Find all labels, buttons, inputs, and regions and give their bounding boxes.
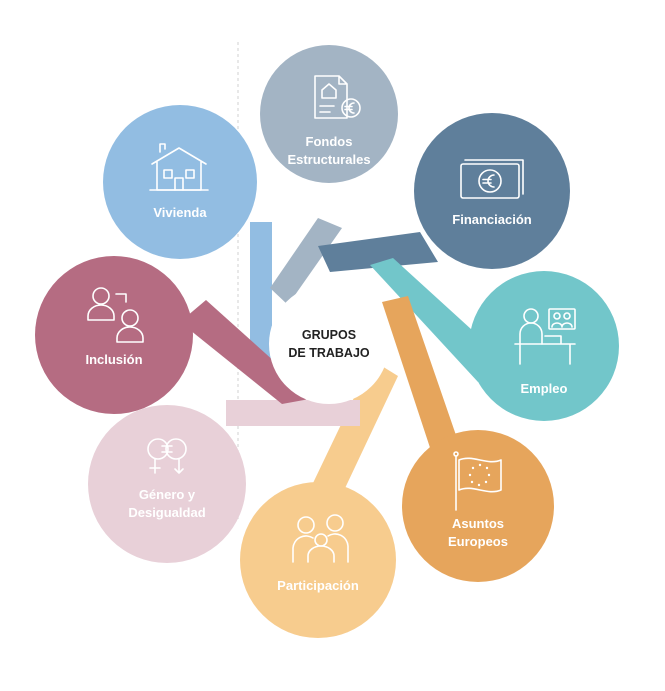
petal-empleo[interactable]: Empleo (469, 271, 619, 421)
asuntos-label-line2: Europeos (448, 534, 508, 549)
center-title-line1: GRUPOS (302, 328, 356, 342)
vivienda-label: Vivienda (153, 205, 207, 220)
genero-connector (226, 400, 360, 426)
eu-flag-icon (453, 451, 502, 511)
inclusion-label: Inclusión (85, 352, 142, 367)
fondos-connector (270, 218, 342, 305)
petal-vivienda[interactable]: Vivienda (103, 105, 257, 259)
participacion-label: Participación (277, 578, 359, 593)
asuntos-connector (382, 296, 468, 478)
petal-participacion[interactable]: Participación (240, 482, 396, 638)
family-group-icon (292, 514, 349, 563)
center-hub: GRUPOS DE TRABAJO (269, 284, 389, 404)
fondos-label-line1: Fondos (306, 134, 353, 149)
empleo-label: Empleo (521, 381, 568, 396)
fondos-label-line2: Estructurales (287, 152, 370, 167)
genero-label-line2: Desigualdad (128, 505, 205, 520)
genero-label-line1: Género y (139, 487, 196, 502)
office-worker-icon (514, 308, 576, 365)
document-euro-icon (314, 75, 348, 119)
banknote-euro-icon (460, 159, 524, 199)
petal-genero[interactable]: Género y Desigualdad (88, 405, 246, 563)
participacion-connector (302, 360, 398, 520)
center-title-line2: DE TRABAJO (288, 346, 370, 360)
financiacion-connector (318, 232, 438, 272)
petal-asuntos[interactable]: Asuntos Europeos (402, 430, 554, 582)
gender-equality-icon (147, 438, 187, 474)
petal-financiacion[interactable]: Financiación (414, 113, 570, 269)
petal-fondos[interactable]: Fondos Estructurales (260, 45, 398, 183)
house-icon (149, 143, 209, 191)
petal-inclusion[interactable]: Inclusión (35, 256, 193, 414)
asuntos-label-line1: Asuntos (452, 516, 504, 531)
vivienda-connector (250, 222, 272, 372)
people-exchange-icon (87, 287, 144, 343)
financiacion-label: Financiación (452, 212, 532, 227)
